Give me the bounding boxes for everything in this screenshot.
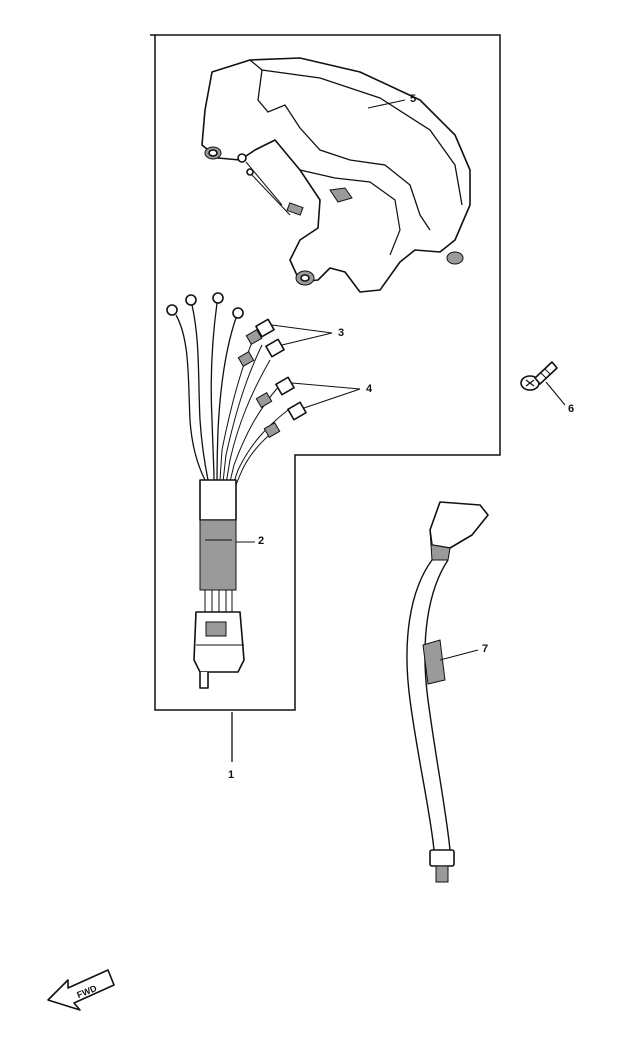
callout-5: 5 bbox=[410, 93, 417, 105]
leader-3a bbox=[271, 324, 333, 334]
leader-4b bbox=[303, 388, 361, 409]
callout-4: 4 bbox=[366, 383, 373, 395]
leader-3b bbox=[281, 332, 333, 346]
leader-4a bbox=[291, 382, 361, 390]
wire-harness bbox=[166, 292, 307, 689]
speedometer-cable bbox=[406, 501, 489, 883]
leader-6 bbox=[545, 381, 566, 406]
callout-6: 6 bbox=[568, 403, 575, 415]
fwd-arrow: FWD bbox=[47, 969, 115, 1011]
screw bbox=[520, 361, 558, 391]
callout-7: 7 bbox=[482, 643, 489, 655]
leader-7 bbox=[439, 649, 479, 661]
meter-housing bbox=[201, 57, 471, 293]
callout-3: 3 bbox=[338, 327, 345, 339]
callout-1: 1 bbox=[228, 769, 235, 781]
callout-2: 2 bbox=[258, 535, 265, 547]
assembly-outline bbox=[150, 34, 501, 711]
leader-5 bbox=[367, 99, 406, 109]
